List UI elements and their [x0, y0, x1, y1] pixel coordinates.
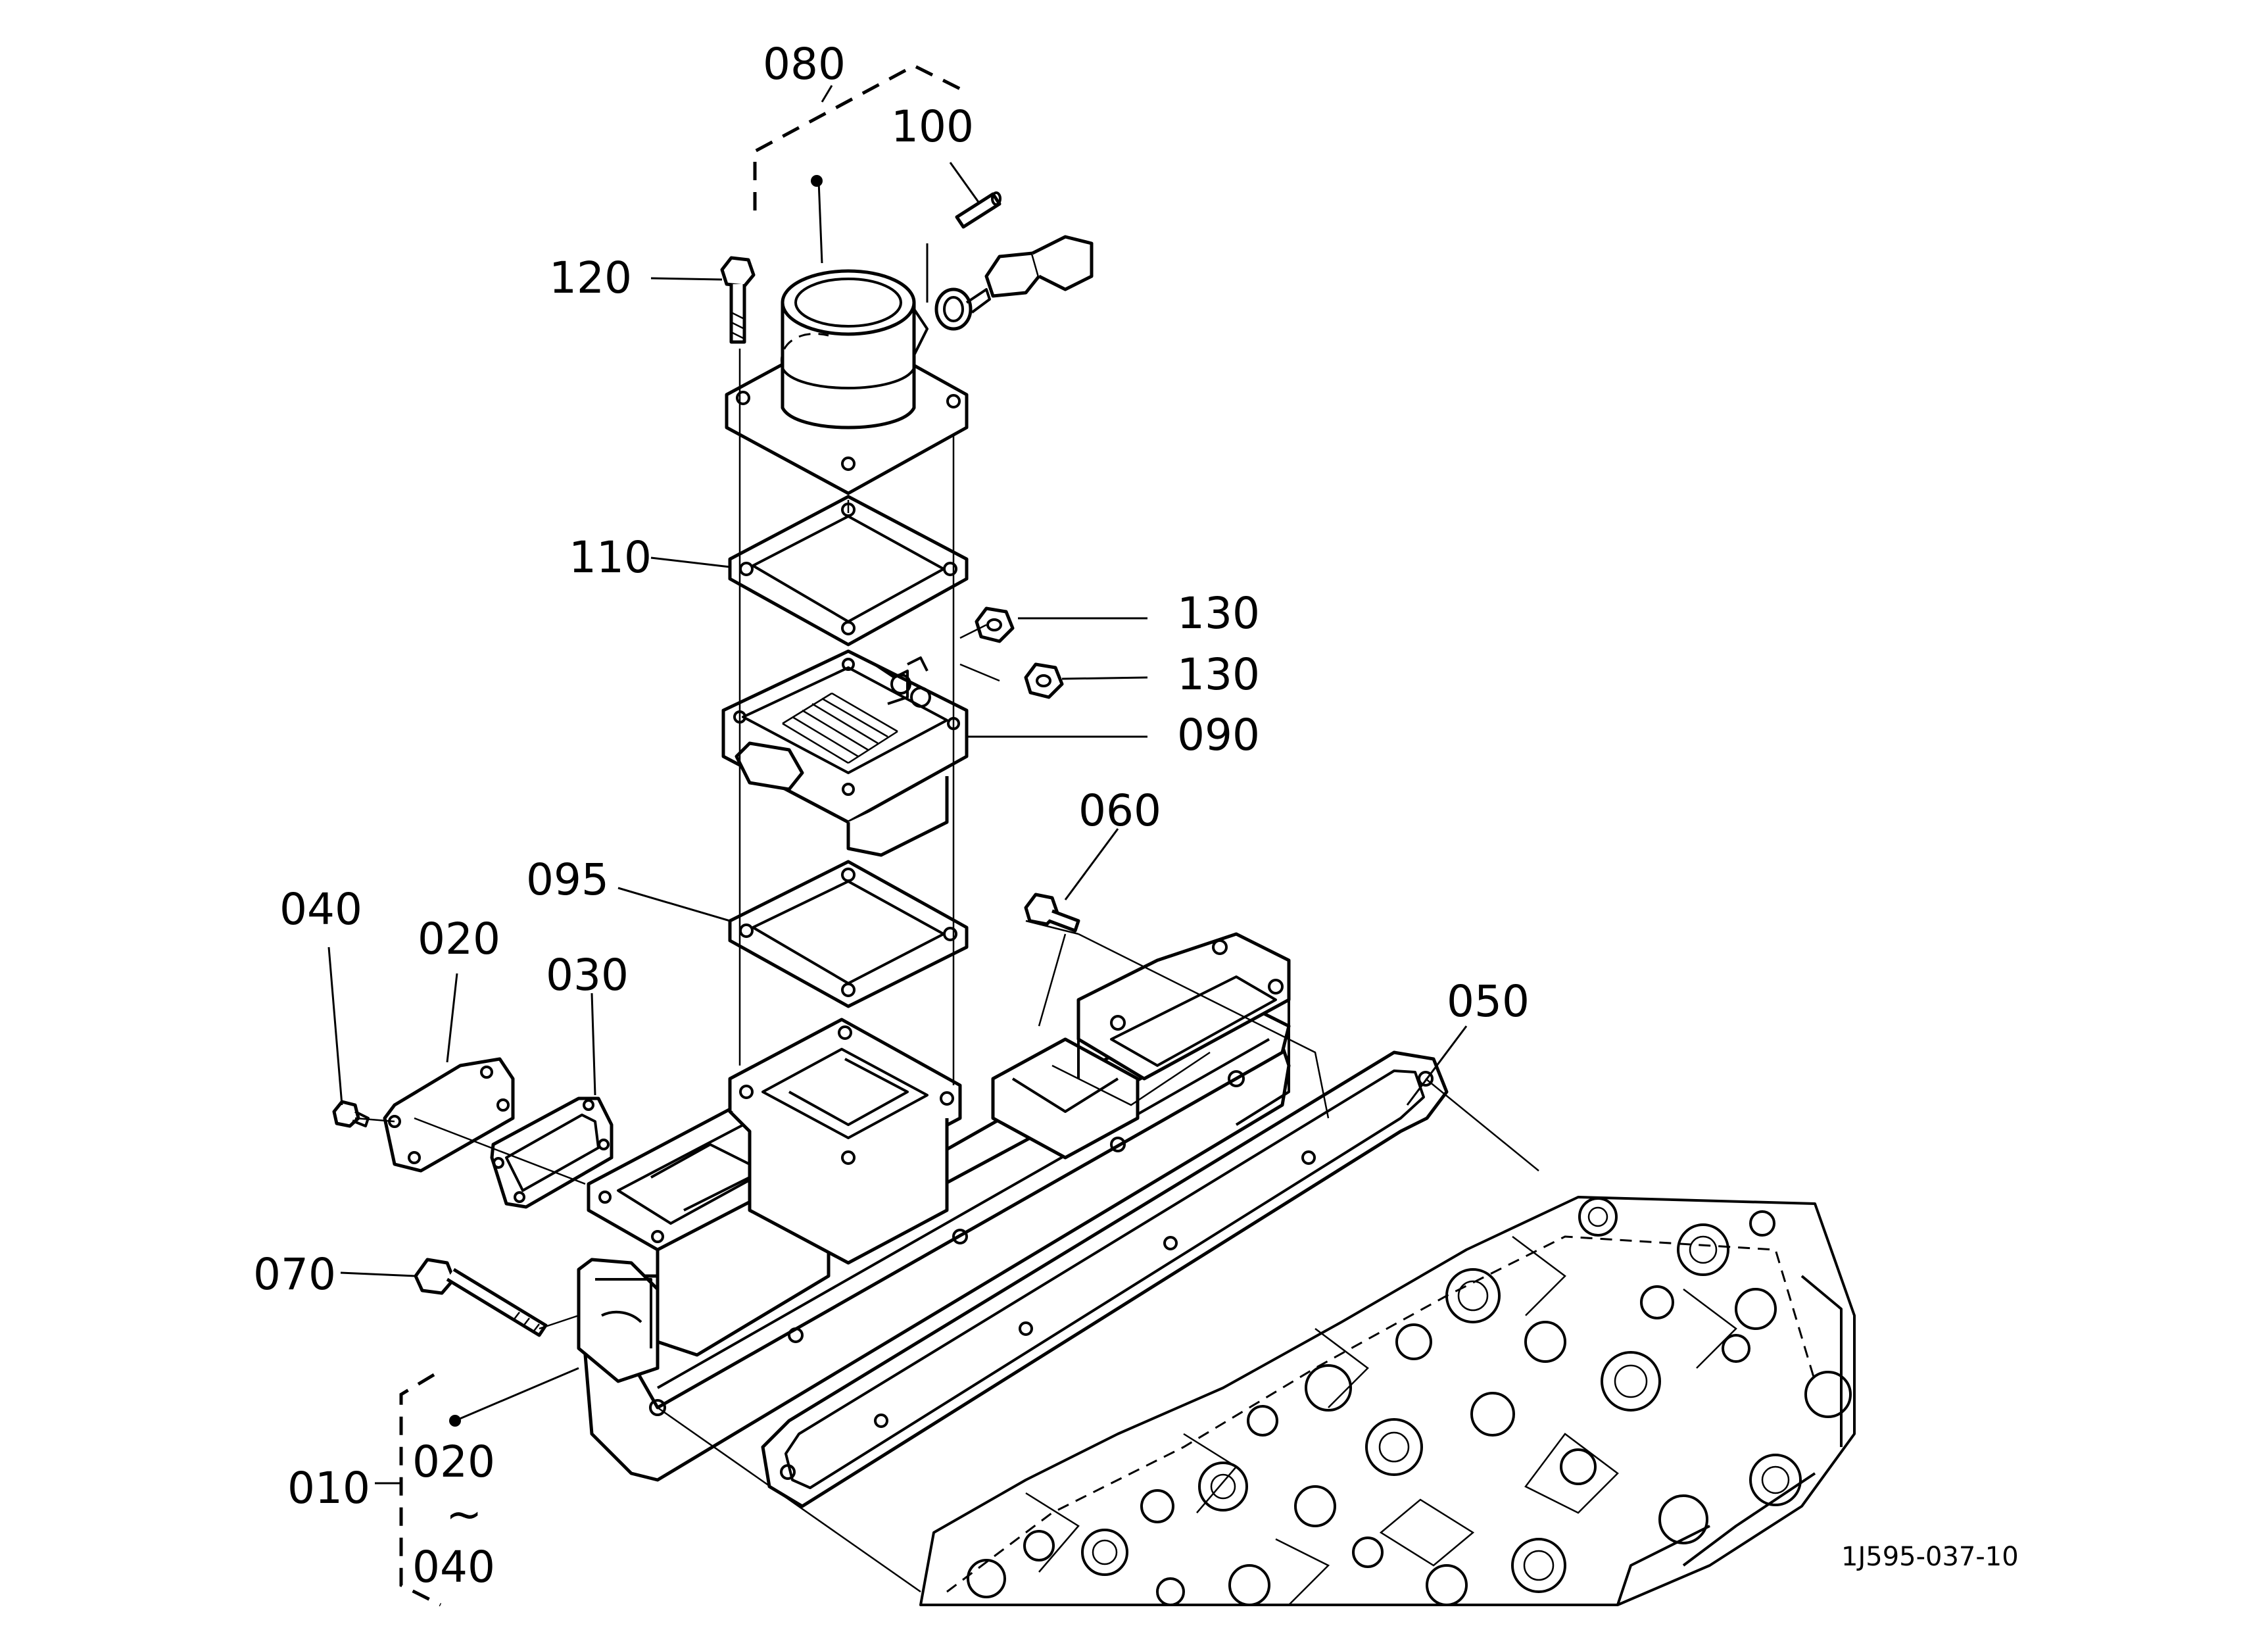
label-110: 110	[569, 532, 652, 583]
intake-manifold-010	[577, 932, 1291, 1482]
temperature-sensor	[965, 235, 1094, 314]
bolt-040	[332, 1100, 370, 1128]
gasket-110	[728, 495, 969, 647]
label-130-lower: 130	[1177, 649, 1260, 700]
leader-lines	[327, 162, 1468, 1427]
label-100: 100	[891, 101, 974, 152]
label-080: 080	[763, 39, 846, 89]
gasket-030	[490, 1096, 614, 1209]
label-010-range-from: 020	[412, 1437, 495, 1487]
drawing-code: 1J595-037-10	[1841, 1542, 2019, 1572]
label-010-range-tilde: ~	[446, 1489, 482, 1540]
air-heater-090	[721, 649, 969, 857]
intake-flange-080	[725, 269, 973, 495]
bolt-070	[414, 1258, 548, 1337]
label-070: 070	[253, 1249, 336, 1300]
label-060: 060	[1078, 785, 1161, 836]
label-095: 095	[526, 854, 609, 905]
label-010-range-to: 040	[412, 1542, 495, 1592]
group-bracket-010	[375, 1373, 442, 1607]
label-120: 120	[549, 253, 632, 303]
label-130-upper: 130	[1177, 588, 1260, 639]
label-050: 050	[1447, 976, 1530, 1027]
nut-130-upper	[975, 606, 1015, 643]
part-labels: 080 100 120 110 130 130 090 060 095 040 …	[253, 39, 1530, 1592]
label-030: 030	[546, 950, 629, 1000]
label-090: 090	[1177, 710, 1260, 760]
label-020: 020	[418, 914, 500, 964]
bolt-120	[720, 256, 756, 344]
cover-plate-020	[383, 1057, 515, 1173]
bolt-060	[1024, 893, 1080, 933]
group-bracket-080	[753, 64, 968, 210]
pin-100	[955, 191, 1001, 229]
cylinder-head	[919, 1196, 1856, 1606]
label-010: 010	[287, 1463, 370, 1513]
nut-130-lower	[1024, 662, 1064, 699]
alignment-lines	[354, 349, 1539, 1593]
gasket-095	[728, 860, 969, 1008]
label-040-left: 040	[279, 884, 362, 935]
